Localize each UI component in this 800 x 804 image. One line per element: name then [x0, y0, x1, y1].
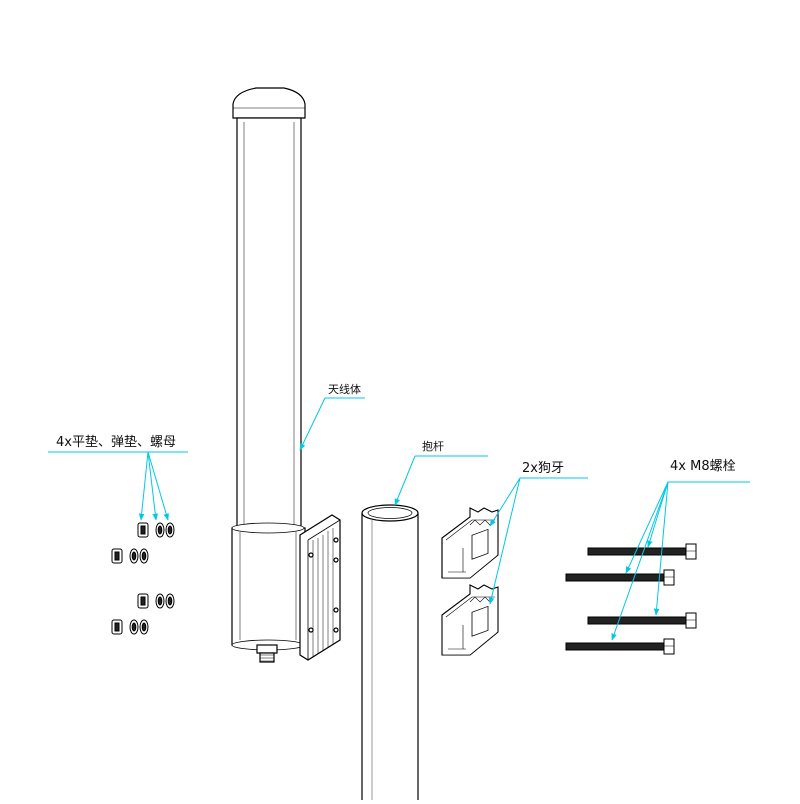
washers-nuts [111, 522, 175, 635]
bolt [565, 638, 675, 655]
bolt [587, 612, 697, 629]
hardware-set [111, 619, 149, 635]
label-clamps: 2x狗牙 [522, 461, 564, 476]
label-washers-nuts: 4x平垫、弹垫、螺母 [56, 435, 176, 450]
antenna-cap [232, 87, 306, 119]
bolt [565, 569, 675, 586]
antenna-base [231, 527, 306, 646]
hardware-set [137, 593, 175, 609]
clamp-lower [441, 584, 499, 656]
label-pole: 抱杆 [422, 440, 444, 453]
label-bolts: 4x M8螺栓 [670, 459, 736, 474]
hardware-set [137, 522, 175, 538]
hardware-set [111, 548, 149, 564]
antenna [231, 87, 341, 663]
antenna-radome [236, 117, 302, 539]
mounting-bracket [299, 514, 341, 661]
n-connector [256, 644, 278, 663]
leader-lines [48, 397, 750, 641]
bolts [565, 543, 697, 655]
pole [361, 504, 419, 800]
label-antenna-body: 天线体 [328, 383, 361, 396]
clamp-upper [441, 507, 499, 579]
